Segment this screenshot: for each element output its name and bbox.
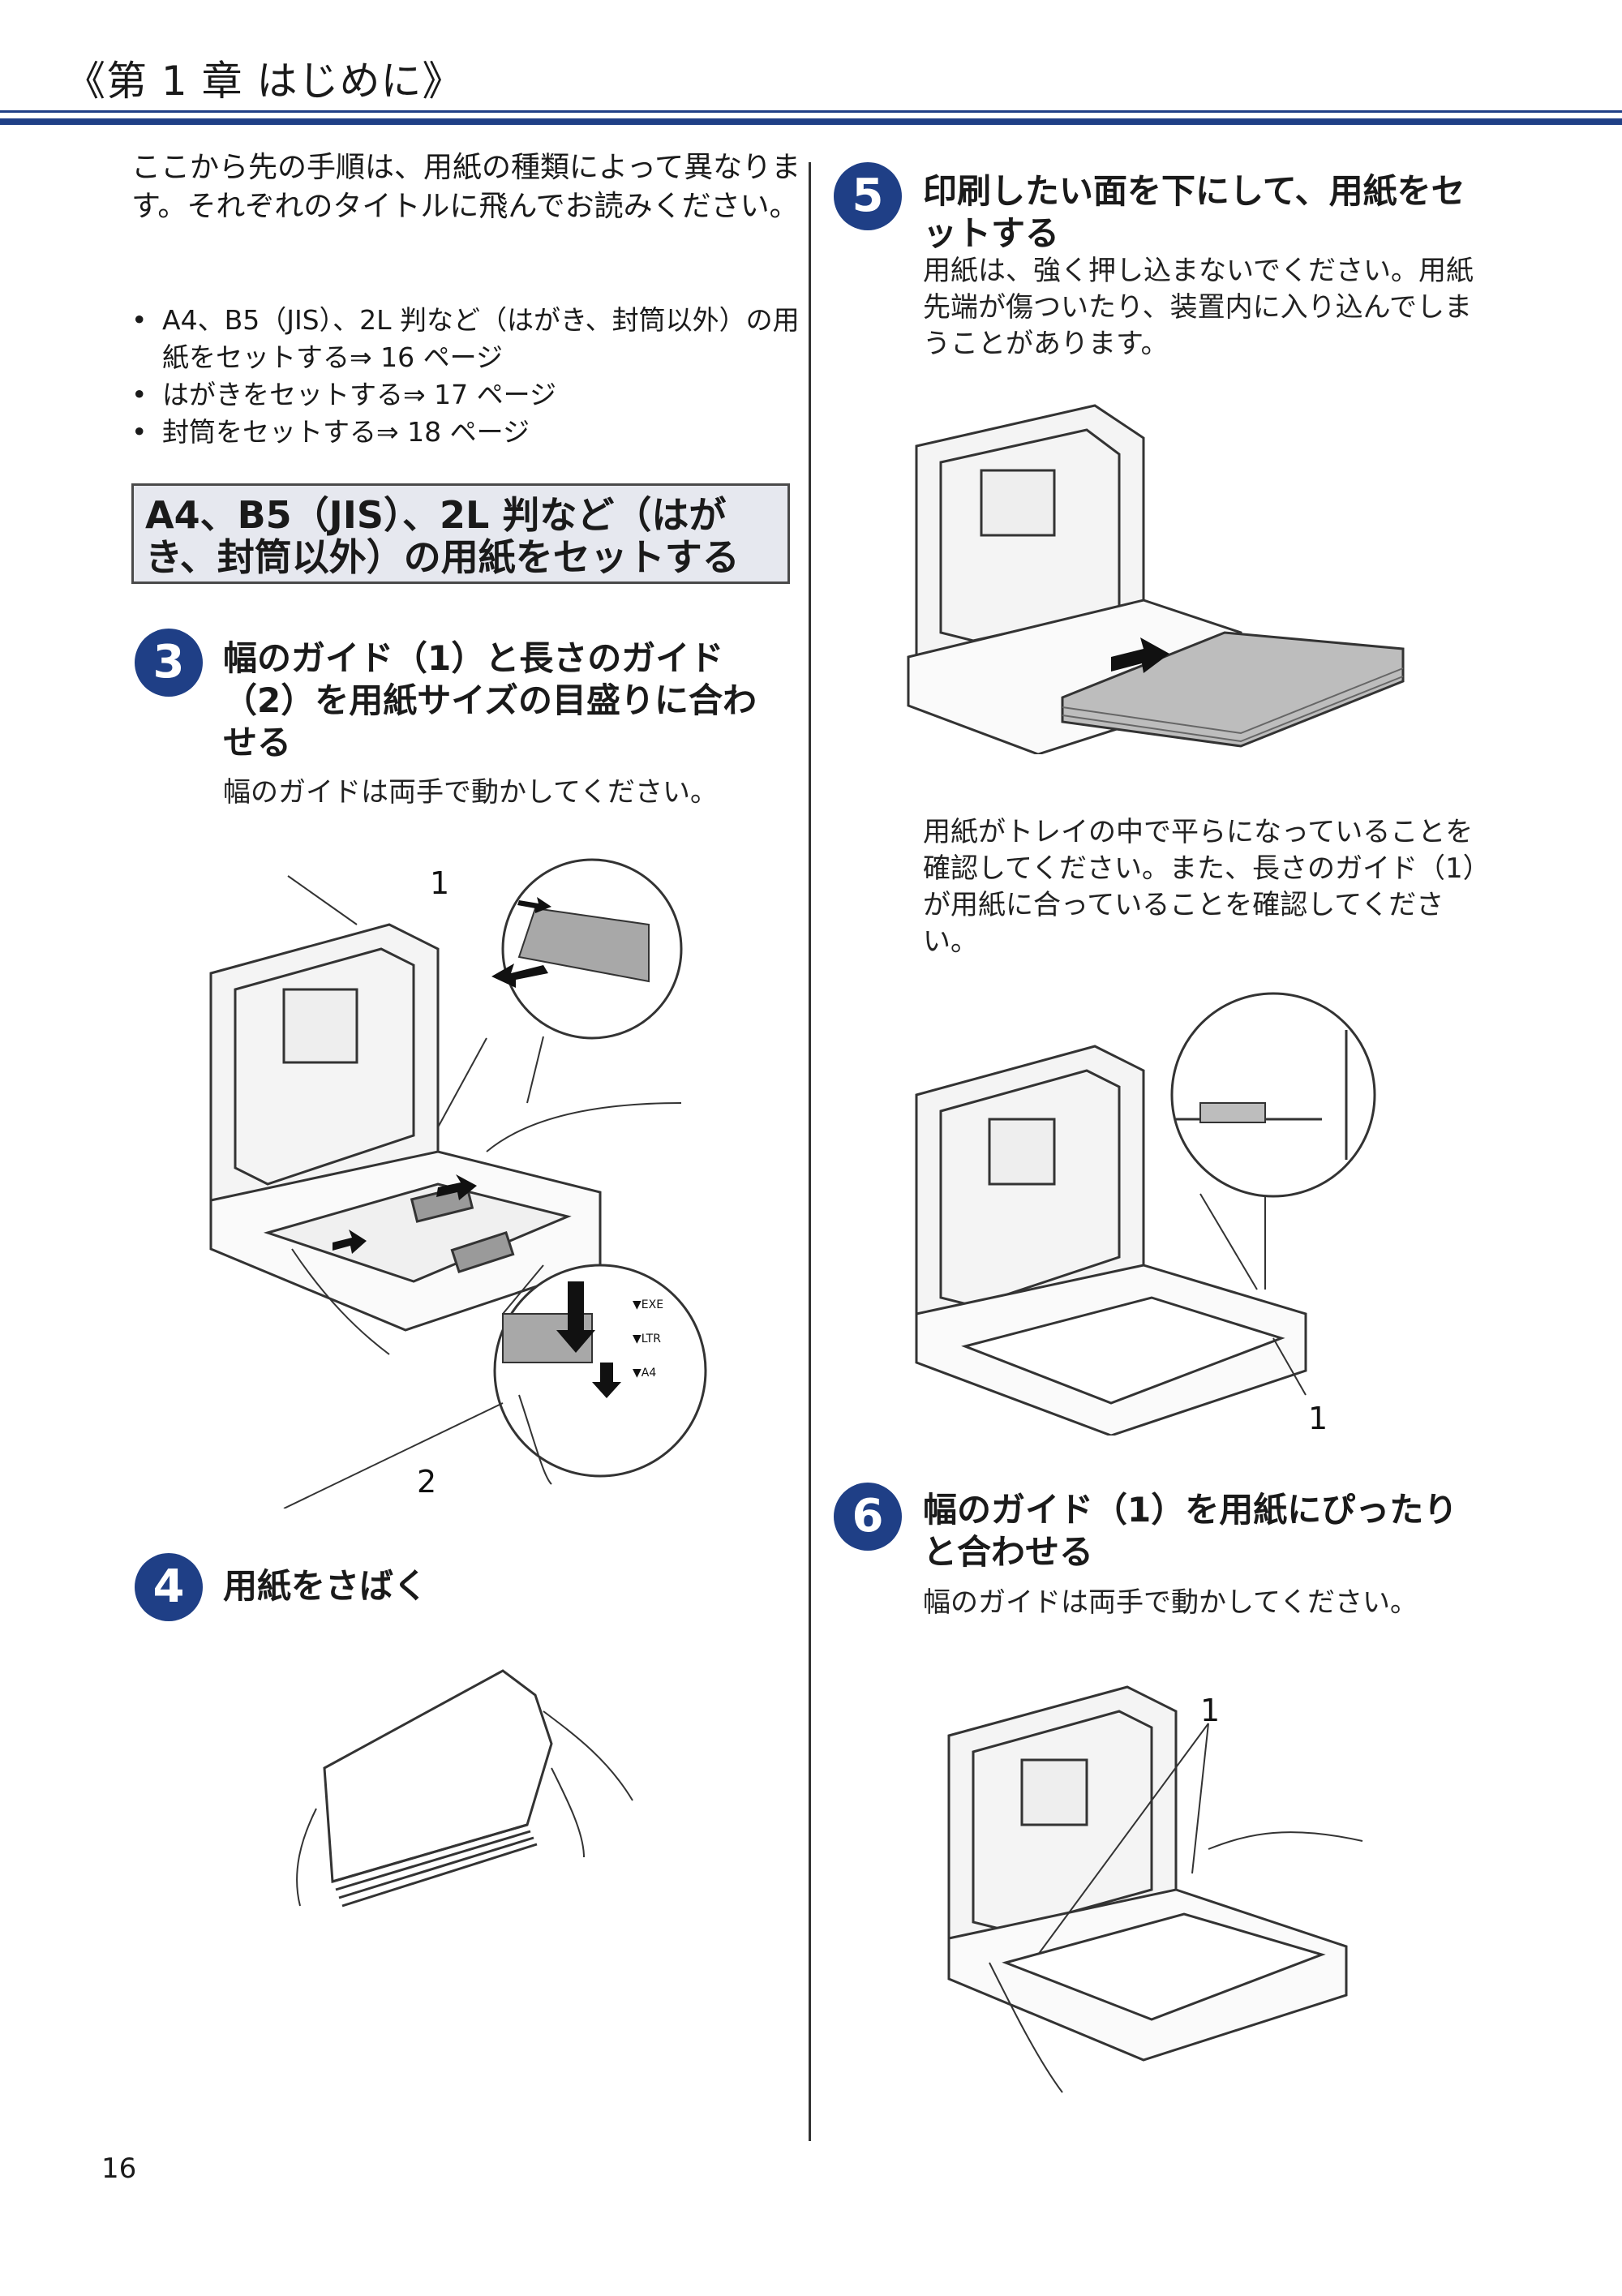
step-title: 用紙をさばく — [223, 1566, 428, 1606]
column-divider — [809, 162, 811, 2141]
step-title: 幅のガイド（1）と長さのガイド（2）を用紙サイズの目盛りに合わせる — [223, 638, 757, 762]
step-number-badge: 3 — [135, 629, 203, 697]
section-heading: A4、B5（JIS）、2L 判など（はがき、封筒以外）の用紙をセットする — [131, 483, 790, 584]
scale-label: ▼A4 — [633, 1367, 656, 1380]
step-number-badge: 5 — [834, 162, 902, 230]
page-number: 16 — [101, 2152, 137, 2185]
callout-label: 2 — [417, 1464, 437, 1500]
fanning-paper-illustration — [296, 1669, 633, 1908]
paper-in-tray-illustration — [915, 992, 1376, 1436]
callout-label: 1 — [430, 865, 450, 901]
load-paper-tray-illustration — [907, 404, 1405, 754]
scale-label: ▼LTR — [633, 1333, 661, 1345]
bullet-list: A4、B5（JIS）、2L 判など（はがき、封筒以外）の用紙をセットする⇒ 16… — [131, 302, 805, 451]
list-item: はがきをセットする⇒ 17 ページ — [131, 376, 805, 414]
step-title: 幅のガイド（1）を用紙にぴったりと合わせる — [923, 1490, 1458, 1572]
list-item: 封筒をセットする⇒ 18 ページ — [131, 414, 805, 451]
intro-text: ここから先の手順は、用紙の種類によって異なります。それぞれのタイトルに飛んでお読… — [131, 151, 801, 223]
callout-label: 1 — [1308, 1401, 1328, 1436]
width-guide-adjust-illustration — [947, 1685, 1363, 2093]
step-number-badge: 6 — [834, 1483, 902, 1551]
step-body: 幅のガイドは両手で動かしてください。 — [923, 1586, 1418, 1619]
header-rule-thick — [0, 118, 1622, 125]
list-item: A4、B5（JIS）、2L 判など（はがき、封筒以外）の用紙をセットする⇒ 16… — [131, 302, 805, 376]
paper-tray-guide-illustration: ▼EXE ▼LTR ▼A4 — [209, 858, 707, 1508]
step-number-badge: 4 — [135, 1553, 203, 1621]
chapter-title: 《第 1 章 はじめに》 — [65, 58, 464, 105]
header-rule-thin — [0, 110, 1622, 113]
step-body: 用紙は、強く押し込まないでください。用紙先端が傷ついたり、装置内に入り込んでしま… — [923, 255, 1474, 360]
scale-label: ▼EXE — [633, 1298, 663, 1311]
step-title: 印刷したい面を下にして、用紙をセットする — [923, 171, 1465, 253]
step-body: 用紙がトレイの中で平らになっていることを確認してください。また、長さのガイド（1… — [923, 816, 1477, 958]
step-body: 幅のガイドは両手で動かしてください。 — [223, 776, 718, 809]
callout-label: 1 — [1200, 1693, 1221, 1728]
